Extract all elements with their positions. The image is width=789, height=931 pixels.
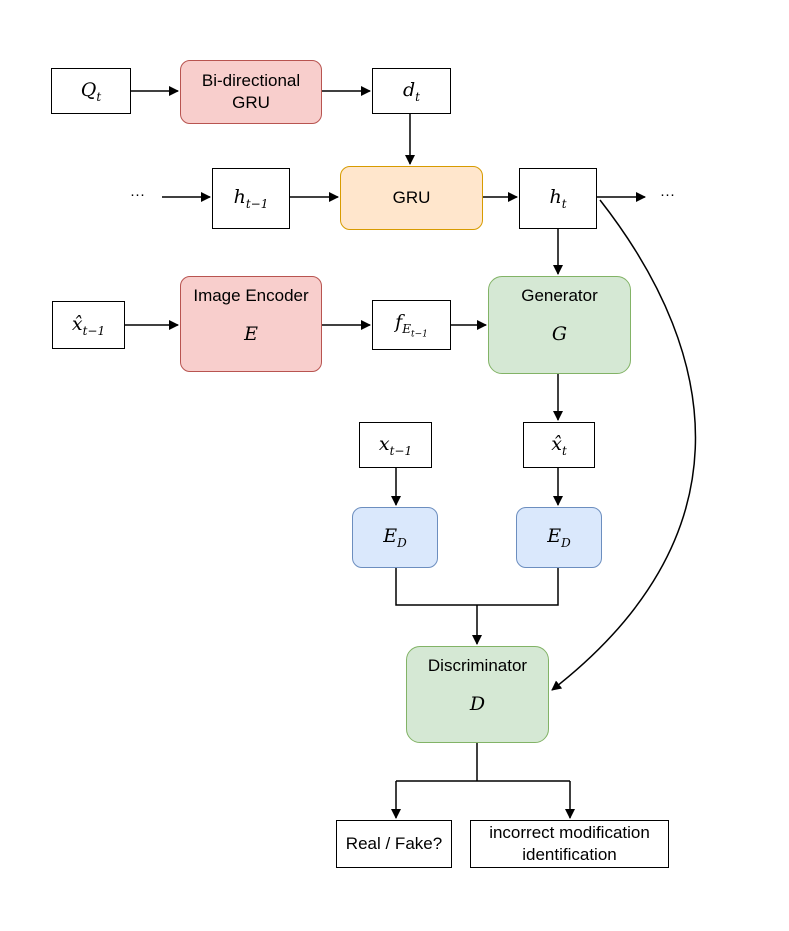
node-ed-right-symbol: E	[547, 525, 562, 548]
node-incorrect-line1: incorrect modification	[489, 823, 650, 842]
node-generator-symbol: G	[551, 323, 568, 345]
node-bidirectional-gru: Bi-directional GRU	[180, 60, 322, 124]
ellipsis-right: ···	[660, 186, 675, 203]
node-ed-right: ED	[516, 507, 602, 568]
node-xhat-t-symbol: x̂	[551, 432, 562, 455]
node-f-e-subsubscript: t−1	[410, 329, 428, 340]
node-h-prev-symbol: h	[233, 186, 246, 209]
node-generator-label: Generator	[521, 286, 598, 305]
node-xhat-prev-symbol: x̂	[71, 312, 83, 335]
connector-ed-merge	[395, 568, 559, 606]
node-d-t: dt	[372, 68, 451, 114]
arrow-ht-discriminator	[551, 199, 697, 691]
node-x-prev: xt−1	[359, 422, 432, 468]
node-real-fake-label: Real / Fake?	[345, 834, 443, 853]
node-xhat-t-subscript: t	[561, 443, 567, 458]
node-q-t: Qt	[51, 68, 131, 114]
node-d-t-subscript: t	[415, 89, 420, 104]
node-incorrect-line2: identification	[522, 845, 617, 864]
node-d-t-symbol: d	[403, 78, 416, 101]
node-image-encoder-symbol: E	[244, 323, 258, 345]
node-gru-label: GRU	[392, 188, 431, 207]
node-ed-left: ED	[352, 507, 438, 568]
node-q-t-subscript: t	[96, 89, 102, 104]
node-h-t-subscript: t	[561, 196, 567, 211]
ellipsis-left: ···	[130, 186, 145, 203]
node-image-encoder-label: Image Encoder	[193, 286, 309, 305]
node-real-fake: Real / Fake?	[336, 820, 452, 868]
node-f-e: fEt−1	[372, 300, 451, 350]
connector-discriminator-split	[396, 743, 570, 782]
node-ed-left-symbol: E	[383, 525, 398, 548]
node-x-prev-subscript: t−1	[389, 443, 413, 458]
node-h-prev-subscript: t−1	[245, 196, 269, 211]
node-gru: GRU	[340, 166, 483, 230]
node-f-e-subscript: E	[402, 321, 411, 336]
node-discriminator-label: Discriminator	[427, 656, 528, 675]
node-generator: Generator G	[488, 276, 631, 374]
node-xhat-prev: x̂t−1	[52, 301, 125, 349]
node-h-t-symbol: h	[549, 186, 562, 209]
node-xhat-prev-subscript: t−1	[82, 323, 106, 338]
node-h-t: ht	[519, 168, 597, 229]
node-image-encoder: Image Encoder E	[180, 276, 322, 372]
node-ed-right-subscript: D	[561, 535, 571, 550]
node-x-prev-symbol: x	[378, 432, 390, 455]
node-xhat-t: x̂t	[523, 422, 595, 468]
node-incorrect-modification: incorrect modification identification	[470, 820, 669, 868]
node-f-e-symbol: f	[395, 310, 403, 333]
node-q-t-symbol: Q	[80, 78, 97, 101]
node-bidirectional-gru-label: Bi-directional GRU	[201, 71, 301, 112]
node-discriminator: Discriminator D	[406, 646, 549, 743]
node-ed-left-subscript: D	[397, 535, 407, 550]
node-discriminator-symbol: D	[469, 693, 486, 715]
node-h-prev: ht−1	[212, 168, 290, 229]
